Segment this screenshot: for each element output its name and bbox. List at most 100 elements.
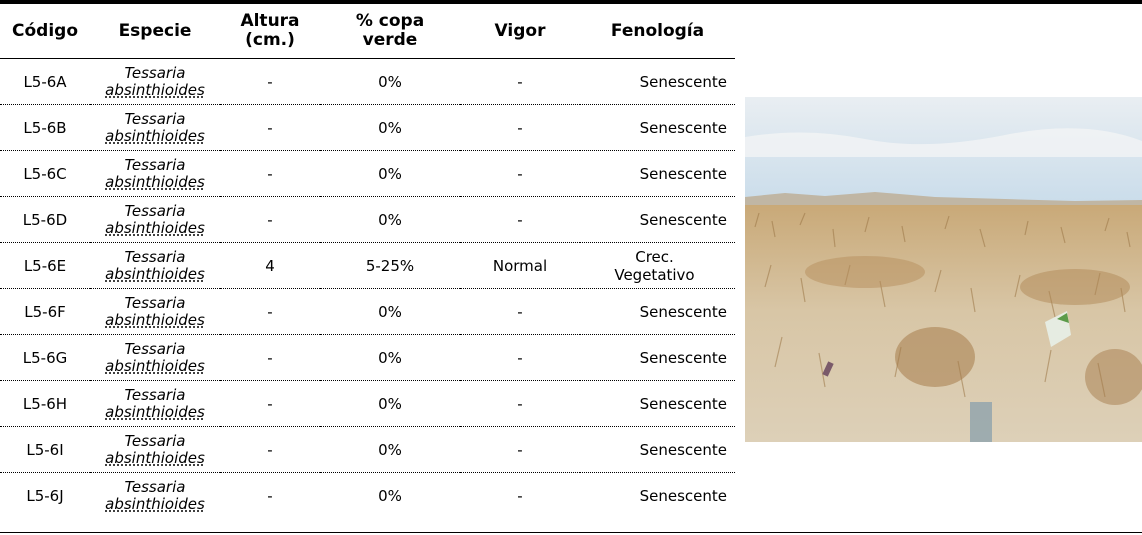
cell-vigor: - <box>460 150 580 197</box>
fenologia-line-1: Senescente <box>639 486 727 505</box>
field-photo <box>745 97 1142 442</box>
cell-codigo: L5-6J <box>26 486 64 505</box>
fenologia-line-2: Vegetativo <box>614 265 695 284</box>
species-epithet: absinthioides <box>105 264 205 283</box>
fenologia-line-1: Senescente <box>639 210 727 229</box>
cell-fenologia: Senescente <box>580 473 735 519</box>
cell-copa-verde: 0% <box>320 58 460 105</box>
species-epithet: absinthioides <box>105 310 205 329</box>
species-genus: Tessaria <box>124 201 186 220</box>
fenologia-line-1: Crec. <box>635 247 674 266</box>
species-genus: Tessaria <box>124 339 186 358</box>
cell-copa-verde: 0% <box>320 380 460 427</box>
species-epithet: absinthioides <box>105 80 205 99</box>
cell-fenologia: Senescente <box>580 334 735 381</box>
species-genus: Tessaria <box>124 293 186 312</box>
cell-fenologia: Senescente <box>580 104 735 151</box>
cell-copa-verde: 0% <box>320 196 460 243</box>
cell-fenologia: Senescente <box>580 58 735 105</box>
cell-codigo: L5-6H <box>0 380 90 427</box>
cell-fenologia: Senescente <box>580 288 735 335</box>
fenologia-line-1: Senescente <box>639 302 727 321</box>
header-vigor: Vigor <box>460 4 580 59</box>
header-altura: Altura (cm.) <box>220 4 320 59</box>
fenologia-line-1: Senescente <box>639 164 727 183</box>
cell-copa-verde: 0% <box>320 150 460 197</box>
species-epithet: absinthioides <box>105 494 205 513</box>
header-codigo: Código <box>0 4 90 59</box>
cell-altura: - <box>220 150 320 197</box>
cell-vigor: - <box>460 380 580 427</box>
cell-fenologia: Crec.Vegetativo <box>580 242 735 289</box>
cell-vigor: - <box>460 196 580 243</box>
cell-vigor: - <box>460 58 580 105</box>
header-especie: Especie <box>90 4 220 59</box>
cell-codigo: L5-6B <box>0 104 90 151</box>
species-genus: Tessaria <box>124 247 186 266</box>
cell-codigo: L5-6D <box>0 196 90 243</box>
cell-copa-verde: 0% <box>320 104 460 151</box>
fenologia-line-1: Senescente <box>639 440 727 459</box>
landscape-image <box>745 97 1142 442</box>
species-genus: Tessaria <box>124 385 186 404</box>
species-epithet: absinthioides <box>105 126 205 145</box>
cell-vigor: - <box>460 426 580 473</box>
cell-altura: - <box>220 426 320 473</box>
fenologia-line-1: Senescente <box>639 118 727 137</box>
cell-codigo: L5-6F <box>0 288 90 335</box>
cell-altura: 4 <box>220 242 320 289</box>
bottom-rule <box>0 532 1142 533</box>
cell-altura: - <box>220 196 320 243</box>
cell-copa-verde: 5-25% <box>320 242 460 289</box>
cell-altura: - <box>220 104 320 151</box>
top-rule <box>0 0 1142 4</box>
cell-altura: - <box>220 334 320 381</box>
species-genus: Tessaria <box>124 109 186 128</box>
cell-codigo: L5-6C <box>0 150 90 197</box>
cell-altura: - <box>220 288 320 335</box>
cell-fenologia: Senescente <box>580 196 735 243</box>
species-genus: Tessaria <box>124 155 186 174</box>
cell-fenologia: Senescente <box>580 150 735 197</box>
cell-altura: - <box>267 486 273 505</box>
cell-copa-verde: 0% <box>320 426 460 473</box>
cell-copa-verde: 0% <box>378 486 402 505</box>
species-genus: Tessaria <box>124 431 186 450</box>
cell-codigo: L5-6E <box>0 242 90 289</box>
cell-vigor: - <box>460 334 580 381</box>
cell-fenologia: Senescente <box>580 380 735 427</box>
fenologia-line-1: Senescente <box>639 72 727 91</box>
cell-vigor: - <box>460 288 580 335</box>
species-epithet: absinthioides <box>105 402 205 421</box>
cell-altura: - <box>220 380 320 427</box>
cell-altura: - <box>220 58 320 105</box>
species-epithet: absinthioides <box>105 172 205 191</box>
cell-codigo: L5-6A <box>0 58 90 105</box>
fenologia-line-1: Senescente <box>639 394 727 413</box>
cell-vigor: Normal <box>460 242 580 289</box>
cell-copa-verde: 0% <box>320 334 460 381</box>
cell-copa-verde: 0% <box>320 288 460 335</box>
header-copa-verde: % copa verde <box>320 4 460 59</box>
cell-vigor: - <box>517 486 523 505</box>
species-epithet: absinthioides <box>105 448 205 467</box>
fenologia-line-1: Senescente <box>639 348 727 367</box>
species-genus: Tessaria <box>124 477 186 496</box>
